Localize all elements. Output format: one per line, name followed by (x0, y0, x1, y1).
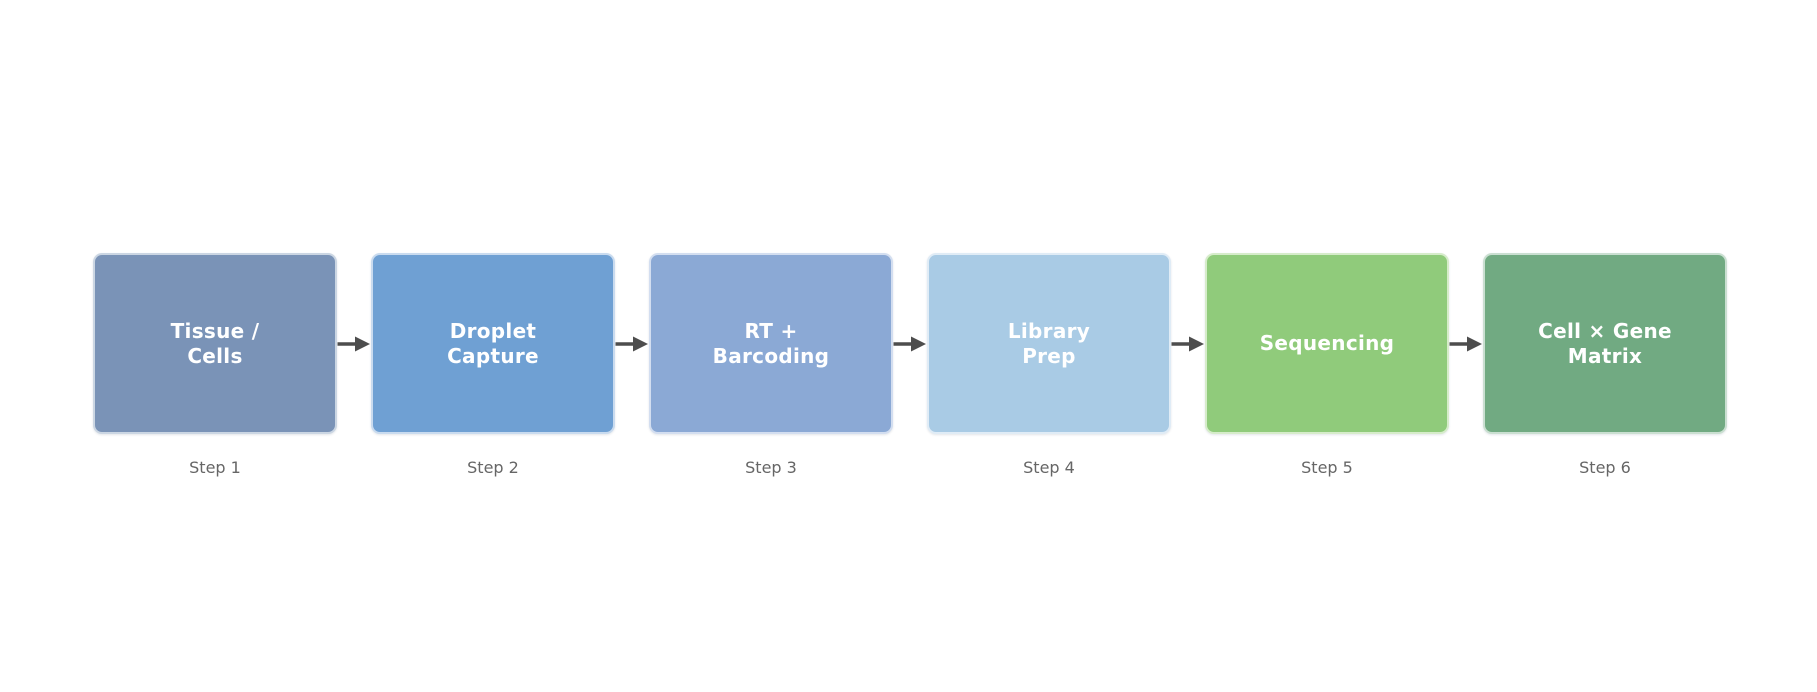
flow-box: Cell × Gene Matrix (1483, 253, 1727, 434)
step-caption: Step 1 (189, 458, 241, 477)
flow-step-rt-barcoding: RT + Barcoding Step 3 (649, 253, 893, 477)
flow-box-label: Matrix (1567, 343, 1643, 368)
flowchart-row: Tissue / Cells Step 1 Droplet Capture St… (93, 253, 1727, 477)
flow-box-label: Sequencing (1259, 331, 1395, 356)
flow-box: RT + Barcoding (649, 253, 893, 434)
flow-step-cell-gene-matrix: Cell × Gene Matrix Step 6 (1483, 253, 1727, 477)
flow-box-label: Library (1007, 319, 1091, 344)
arrow-right-icon (1171, 336, 1204, 351)
step-caption: Step 3 (745, 458, 797, 477)
flow-box: Sequencing (1205, 253, 1449, 434)
arrow-cell (893, 253, 927, 434)
arrow-cell (337, 253, 371, 434)
flow-step-droplet-capture: Droplet Capture Step 2 (371, 253, 615, 477)
arrow-right-icon (615, 336, 648, 351)
flow-box-label: Droplet (449, 319, 537, 344)
step-caption: Step 6 (1579, 458, 1631, 477)
flow-step-tissue-cells: Tissue / Cells Step 1 (93, 253, 337, 477)
arrow-right-icon (1449, 336, 1482, 351)
flow-box-label: Barcoding (712, 343, 830, 368)
flow-box-label: Cell × Gene (1538, 319, 1672, 344)
step-caption: Step 2 (467, 458, 519, 477)
flow-step-library-prep: Library Prep Step 4 (927, 253, 1171, 477)
flow-box: Library Prep (927, 253, 1171, 434)
flow-step-sequencing: Sequencing Step 5 (1205, 253, 1449, 477)
flow-box-label: Tissue / (170, 319, 260, 344)
arrow-right-icon (893, 336, 926, 351)
flow-box-label: RT + (744, 319, 798, 344)
step-caption: Step 5 (1301, 458, 1353, 477)
arrow-right-icon (337, 336, 370, 351)
step-caption: Step 4 (1023, 458, 1075, 477)
flow-box: Droplet Capture (371, 253, 615, 434)
arrow-cell (1171, 253, 1205, 434)
flow-box-label: Cells (187, 343, 243, 368)
flow-box-label: Capture (447, 343, 539, 368)
flow-box: Tissue / Cells (93, 253, 337, 434)
arrow-cell (615, 253, 649, 434)
arrow-cell (1449, 253, 1483, 434)
flow-box-label: Prep (1022, 343, 1076, 368)
